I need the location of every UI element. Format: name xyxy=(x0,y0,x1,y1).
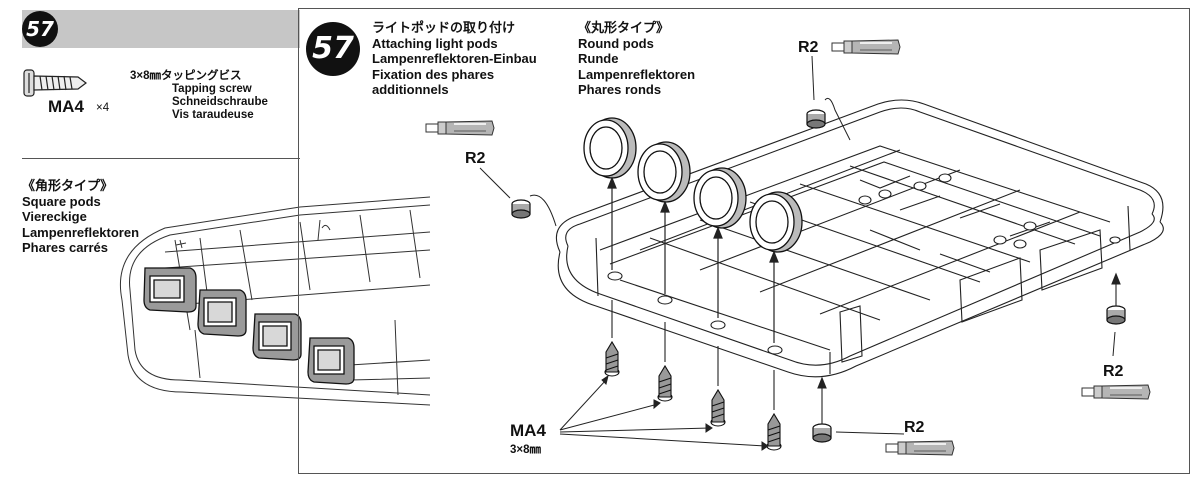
step-number-badge: 57 xyxy=(22,11,58,47)
round-pods-de1: Runde xyxy=(578,51,619,66)
screw-name-en: Tapping screw xyxy=(172,83,252,95)
screw-size-label: 3×8㎜タッピングビス xyxy=(130,70,242,82)
square-pods-de1: Viereckige xyxy=(22,209,87,224)
round-pods-de2: Lampenreflektoren xyxy=(578,66,696,82)
square-pods-de2: Lampenreflektoren xyxy=(22,224,140,240)
round-pods-fr: Phares ronds xyxy=(578,82,662,97)
round-pods-en: Round pods xyxy=(578,35,654,51)
step-title-de: Lampenreflektoren-Einbau xyxy=(372,51,537,66)
step-header-bar xyxy=(22,10,300,48)
square-pods-heading: 《角形タイプ》 Square pods Viereckige Lampenref… xyxy=(22,178,139,256)
square-pods-en: Square pods xyxy=(22,193,101,209)
step-title-fr2: additionnels xyxy=(372,82,449,97)
screw-callout-size: 3×8㎜ xyxy=(510,444,542,456)
screw-name-list: Tapping screw Schneidschraube Vis taraud… xyxy=(172,83,268,122)
main-step-number-badge: 57 xyxy=(306,22,360,76)
glue-label-top: R2 xyxy=(798,39,819,56)
step-title-fr1: Fixation des phares xyxy=(372,66,495,82)
round-pods-heading: 《丸形タイプ》 Round pods Runde Lampenreflektor… xyxy=(578,20,695,98)
glue-label-bottom: R2 xyxy=(904,419,925,436)
main-step-frame xyxy=(298,8,1190,474)
screw-name-de: Schneidschraube xyxy=(172,96,268,108)
screw-part-code: MA4 xyxy=(48,97,84,116)
square-pods-fr: Phares carrés xyxy=(22,240,109,255)
glue-label-right: R2 xyxy=(1103,363,1124,380)
screw-callout-code: MA4 xyxy=(510,421,546,440)
screw-quantity: ×4 xyxy=(96,102,110,114)
square-pods-jp: 《角形タイプ》 xyxy=(22,178,114,193)
screw-name-fr: Vis taraudeuse xyxy=(172,109,254,121)
step-title-jp: ライトポッドの取り付け xyxy=(372,20,516,35)
glue-label-left: R2 xyxy=(465,150,486,167)
left-divider xyxy=(22,158,300,159)
step-title: ライトポッドの取り付け Attaching light pods Lampenr… xyxy=(372,20,537,98)
round-pods-jp: 《丸形タイプ》 xyxy=(578,20,670,35)
step-title-en: Attaching light pods xyxy=(372,35,498,51)
